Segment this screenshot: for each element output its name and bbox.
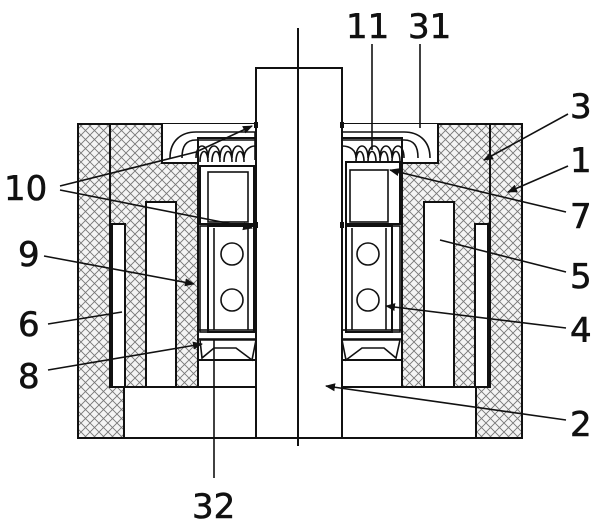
label-3: 3 (570, 87, 592, 127)
vertical-slots (111, 201, 489, 388)
label-4: 4 (570, 311, 592, 351)
bellows-left (169, 131, 256, 163)
label-7: 7 (570, 197, 592, 237)
label-1: 1 (570, 141, 592, 181)
leader-lines (43, 44, 569, 478)
bearing-columns (199, 225, 401, 333)
label-5: 5 (570, 257, 592, 297)
label-6: 6 (18, 305, 40, 345)
upper-blocks (199, 161, 401, 225)
label-2: 2 (570, 405, 592, 445)
part-labels: 10 9 6 8 32 11 31 3 1 7 5 4 2 (4, 7, 592, 528)
label-8: 8 (18, 357, 40, 397)
bellows-right (341, 131, 431, 163)
label-32: 32 (192, 487, 235, 527)
label-11: 11 (346, 7, 389, 47)
central-shaft (254, 28, 344, 446)
label-31: 31 (408, 7, 451, 47)
label-10: 10 (4, 169, 47, 209)
label-9: 9 (18, 235, 40, 275)
